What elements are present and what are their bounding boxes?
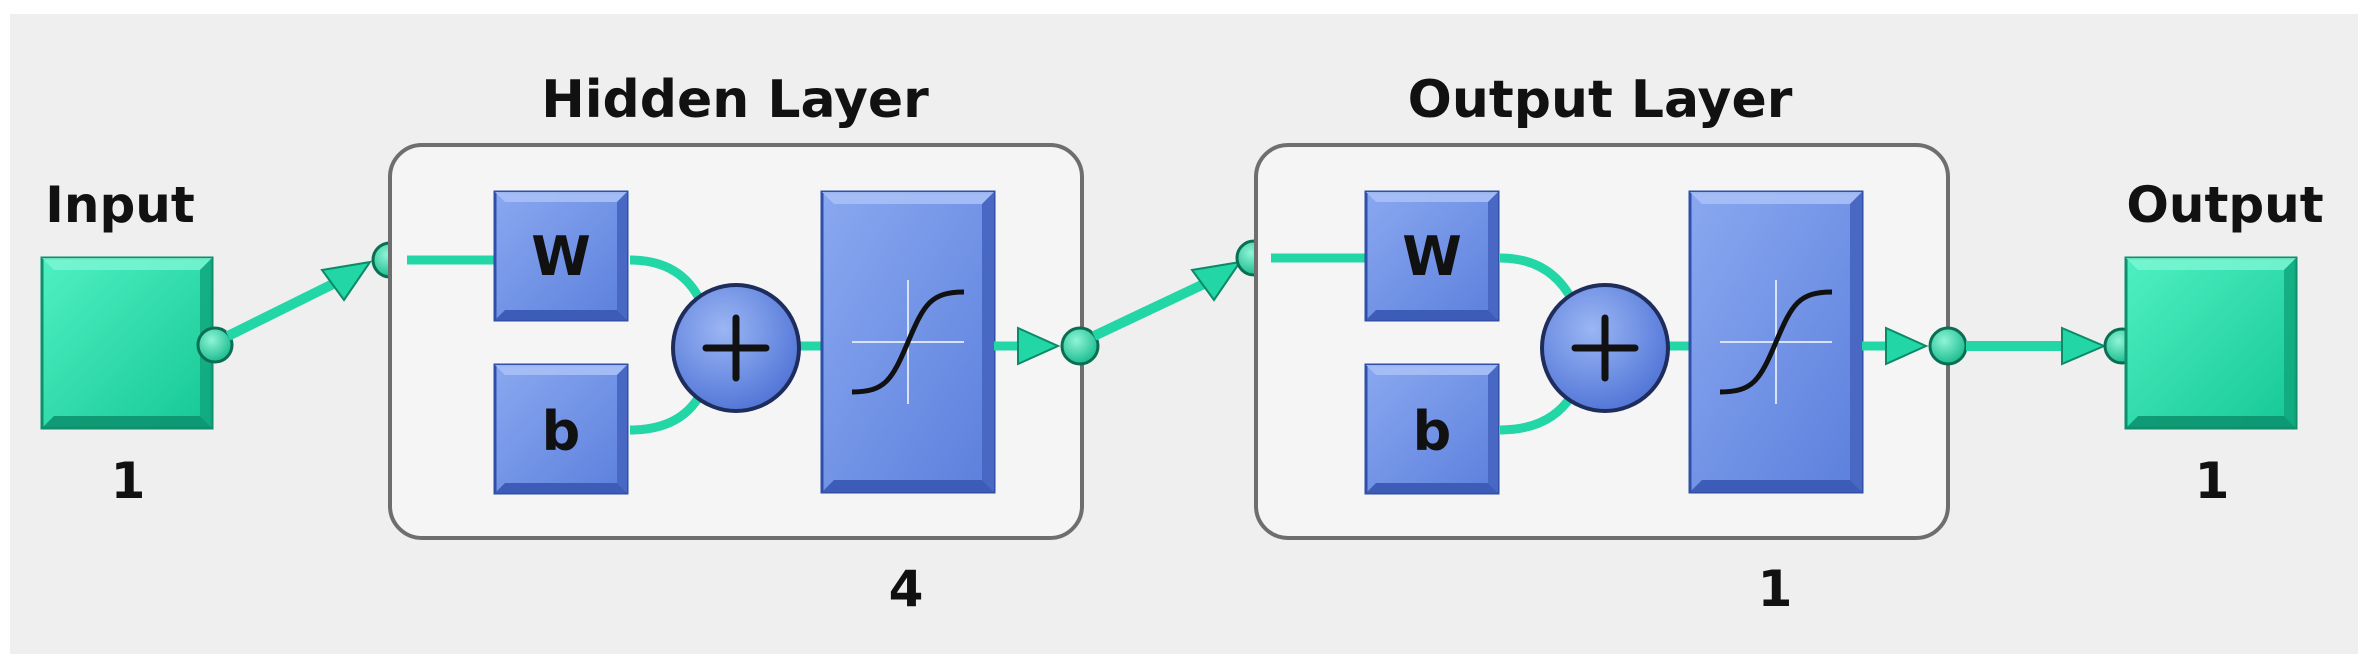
hidden-layer-wires — [407, 255, 822, 435]
plus-icon — [702, 314, 770, 382]
input-block — [40, 256, 214, 430]
hidden-weight-block: W — [493, 190, 629, 322]
hidden-layer-size: 4 — [889, 560, 924, 618]
arrow-right-icon — [2061, 326, 2107, 366]
output-label: Output — [2126, 176, 2323, 234]
output-layer-output-arrow — [1862, 326, 1968, 366]
arrow-right-icon — [1885, 326, 1929, 366]
hidden-output-arrow — [994, 326, 1100, 366]
output-layer-wires — [1271, 253, 1690, 435]
output-bias-label: b — [1413, 400, 1452, 463]
diagram-background — [10, 14, 2358, 654]
hidden-bias-block: b — [493, 363, 629, 495]
output-bias-block: b — [1364, 363, 1500, 495]
output-transfer-block — [1688, 190, 1864, 494]
sigmoid-curve-icon — [1719, 280, 1833, 404]
sigmoid-curve-icon — [851, 280, 965, 404]
plus-icon — [1571, 314, 1639, 382]
hidden-bias-label: b — [542, 400, 581, 463]
hidden-transfer-block — [820, 190, 996, 494]
output-layer-title: Output Layer — [1408, 70, 1793, 130]
output-size: 1 — [2195, 452, 2230, 510]
output-weight-block: W — [1364, 190, 1500, 322]
arrow-right-icon — [320, 260, 373, 302]
hidden-layer-title: Hidden Layer — [541, 70, 929, 130]
hidden-weight-label: W — [531, 225, 591, 288]
output-layer-size: 1 — [1758, 560, 1793, 618]
output-weight-label: W — [1402, 225, 1462, 288]
arrow-right-icon — [1190, 260, 1243, 302]
input-size: 1 — [111, 452, 146, 510]
arrow-right-icon — [1017, 326, 1061, 366]
input-label: Input — [45, 176, 195, 234]
hidden-summer — [671, 283, 801, 413]
output-block — [2124, 256, 2298, 430]
output-summer — [1540, 283, 1670, 413]
